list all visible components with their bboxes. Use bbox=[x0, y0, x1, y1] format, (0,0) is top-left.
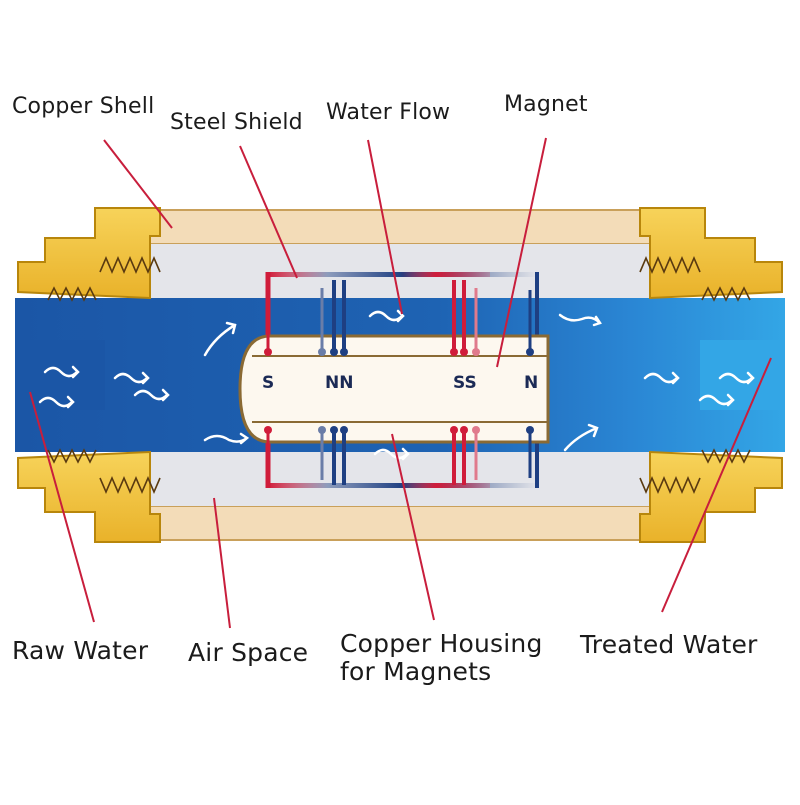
label-treated-water: Treated Water bbox=[580, 630, 758, 659]
inlet-water bbox=[15, 340, 105, 410]
label-steel-shield: Steel Shield bbox=[170, 110, 303, 135]
pole-label-ss: SS bbox=[453, 373, 477, 393]
label-raw-water: Raw Water bbox=[12, 636, 148, 665]
pole-label-s-left: S bbox=[262, 373, 274, 393]
copper-housing bbox=[240, 336, 548, 442]
label-water-flow: Water Flow bbox=[326, 100, 450, 125]
label-air-space: Air Space bbox=[188, 638, 308, 667]
pole-label-n-right: N bbox=[524, 373, 538, 393]
pole-label-nn: NN bbox=[325, 373, 353, 393]
outlet-water bbox=[700, 340, 785, 410]
label-copper-housing-line1: Copper Housing bbox=[340, 629, 543, 658]
label-magnet: Magnet bbox=[504, 92, 588, 117]
label-copper-housing-line2: for Magnets bbox=[340, 657, 491, 686]
label-copper-shell: Copper Shell bbox=[12, 94, 154, 119]
